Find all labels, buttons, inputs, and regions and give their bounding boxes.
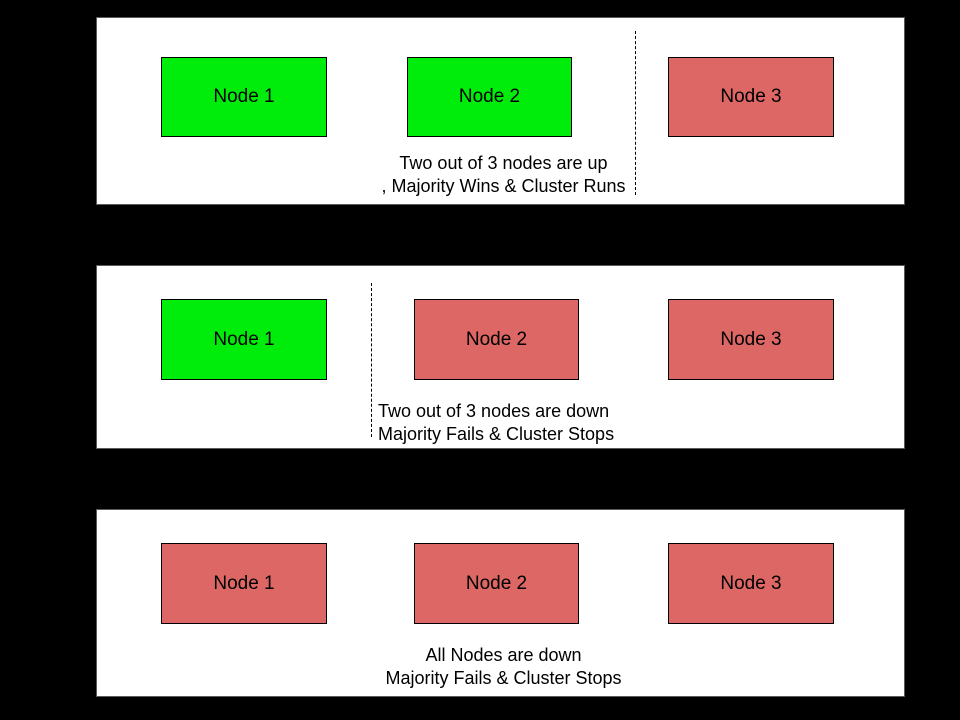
node-box-3: Node 3 <box>668 299 834 380</box>
node-label: Node 2 <box>465 328 528 350</box>
scenario-caption: Two out of 3 nodes are up , Majority Win… <box>103 152 904 198</box>
node-label: Node 2 <box>465 572 528 594</box>
node-label: Node 3 <box>720 86 782 107</box>
node-box-2: Node 2 <box>414 299 579 380</box>
node-box-3: Node 3 <box>668 57 834 137</box>
partition-divider-line <box>635 31 636 195</box>
scenario-caption: Two out of 3 nodes are down Majority Fai… <box>378 400 614 446</box>
node-label: Node 3 <box>720 328 782 350</box>
scenario-panel-majority-down: Node 1 Node 2 Node 3 Two out of 3 nodes … <box>96 265 905 449</box>
scenario-panel-majority-up: Node 1 Node 2 Node 3 Two out of 3 nodes … <box>96 17 905 205</box>
caption-line-1: Two out of 3 nodes are down <box>378 401 610 421</box>
node-box-1: Node 1 <box>161 299 327 380</box>
caption-line-1: All Nodes are down <box>425 645 582 665</box>
node-box-3: Node 3 <box>668 543 834 624</box>
scenario-panel-all-down: Node 1 Node 2 Node 3 All Nodes are down … <box>96 509 905 697</box>
node-box-2: Node 2 <box>414 543 579 624</box>
partition-divider-line <box>371 283 372 437</box>
node-label: Node 3 <box>720 572 782 594</box>
scenario-caption: All Nodes are down Majority Fails & Clus… <box>103 644 904 690</box>
node-label: Node 1 <box>213 86 275 107</box>
node-box-1: Node 1 <box>161 57 327 137</box>
node-box-2: Node 2 <box>407 57 572 137</box>
node-label: Node 1 <box>213 572 275 594</box>
caption-line-2: , Majority Wins & Cluster Runs <box>381 176 626 196</box>
caption-line-2: Majority Fails & Cluster Stops <box>385 668 622 688</box>
node-box-1: Node 1 <box>161 543 327 624</box>
caption-line-2: Majority Fails & Cluster Stops <box>378 424 615 444</box>
node-label: Node 2 <box>458 86 521 107</box>
node-label: Node 1 <box>213 328 275 350</box>
caption-line-1: Two out of 3 nodes are up <box>399 153 608 173</box>
